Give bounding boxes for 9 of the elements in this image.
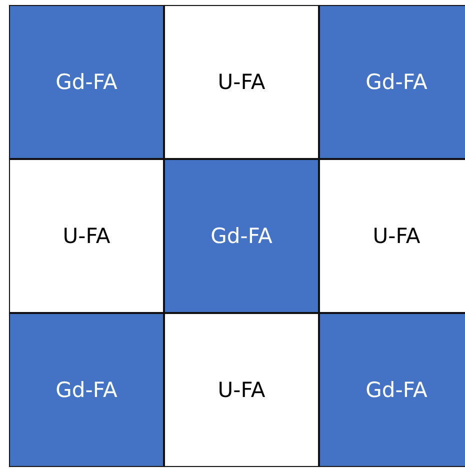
- grid-tile: U-FA: [164, 5, 319, 159]
- grid-tile: Gd-FA: [319, 5, 465, 159]
- grid-tile: U-FA: [319, 159, 465, 313]
- grid-tile: Gd-FA: [9, 313, 164, 467]
- grid-tile: Gd-FA: [319, 313, 465, 467]
- grid-tile: U-FA: [9, 159, 164, 313]
- grid-tile: Gd-FA: [9, 5, 164, 159]
- grid-tile: Gd-FA: [164, 159, 319, 313]
- grid-tile: U-FA: [164, 313, 319, 467]
